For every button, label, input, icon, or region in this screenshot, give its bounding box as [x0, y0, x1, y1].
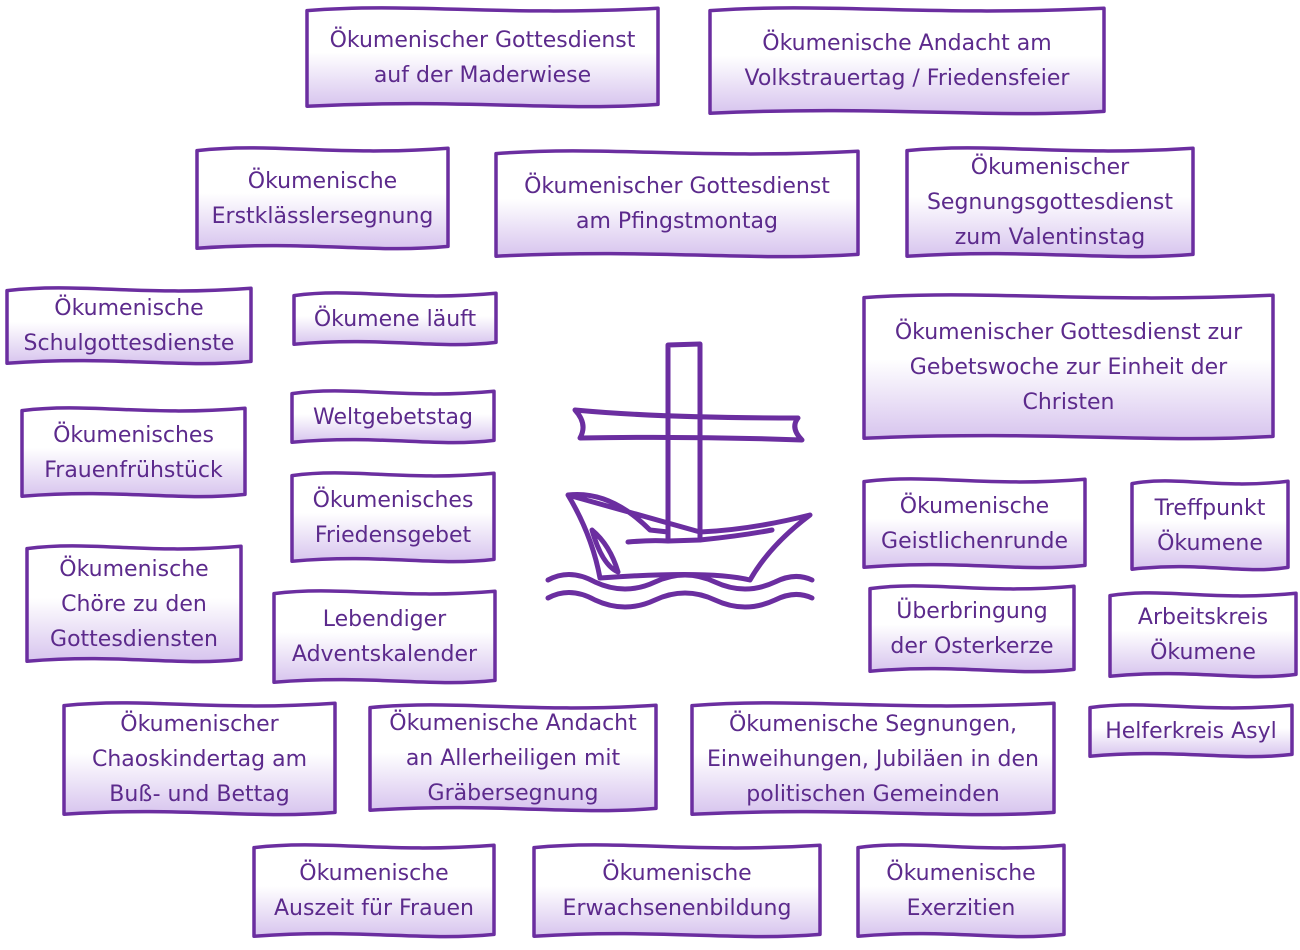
- banner-shape: [290, 389, 496, 445]
- banner-label: Helferkreis Asyl: [1105, 718, 1277, 744]
- banner-helferkreis: Helferkreis Asyl: [1088, 702, 1294, 760]
- banner-shape: [5, 286, 253, 366]
- banner-shape: [905, 146, 1195, 259]
- banner-weltgebetstag: Weltgebetstag: [290, 388, 496, 446]
- banner-shape: [62, 701, 337, 817]
- banner-shape: [272, 589, 497, 685]
- banner-shape: [292, 291, 498, 347]
- banner-segnungen: Ökumenische Segnungen,Einweihungen, Jubi…: [690, 700, 1056, 818]
- banner-shape: [708, 6, 1106, 116]
- banner-shape: [20, 406, 247, 499]
- banner-shape: [290, 471, 496, 564]
- banner-shape: [868, 584, 1076, 674]
- banner-shape: [1108, 591, 1298, 679]
- banner-shape: [252, 843, 496, 939]
- banner-shape: [1088, 703, 1294, 759]
- banner-shape: [690, 701, 1056, 817]
- banner-shape: [494, 149, 860, 259]
- banner-shape: [368, 703, 658, 813]
- banner-shape: [862, 477, 1087, 570]
- banner-shape: [856, 843, 1066, 939]
- banner-shape: [305, 6, 660, 109]
- banner-shape: [862, 293, 1275, 441]
- ecumenical-ship-cross-icon: [545, 341, 815, 610]
- banner-label: Ökumenische Segnungen,Einweihungen, Jubi…: [707, 711, 1039, 807]
- banner-shape: [195, 146, 450, 251]
- banner-oekumene-laeuft: Ökumene läuft: [292, 290, 498, 348]
- banner-label: Weltgebetstag: [313, 404, 473, 430]
- banner-shape: [1130, 479, 1290, 572]
- banner-label: Ökumene läuft: [313, 306, 477, 332]
- banner-shape: [532, 843, 822, 939]
- banner-shape: [25, 544, 243, 664]
